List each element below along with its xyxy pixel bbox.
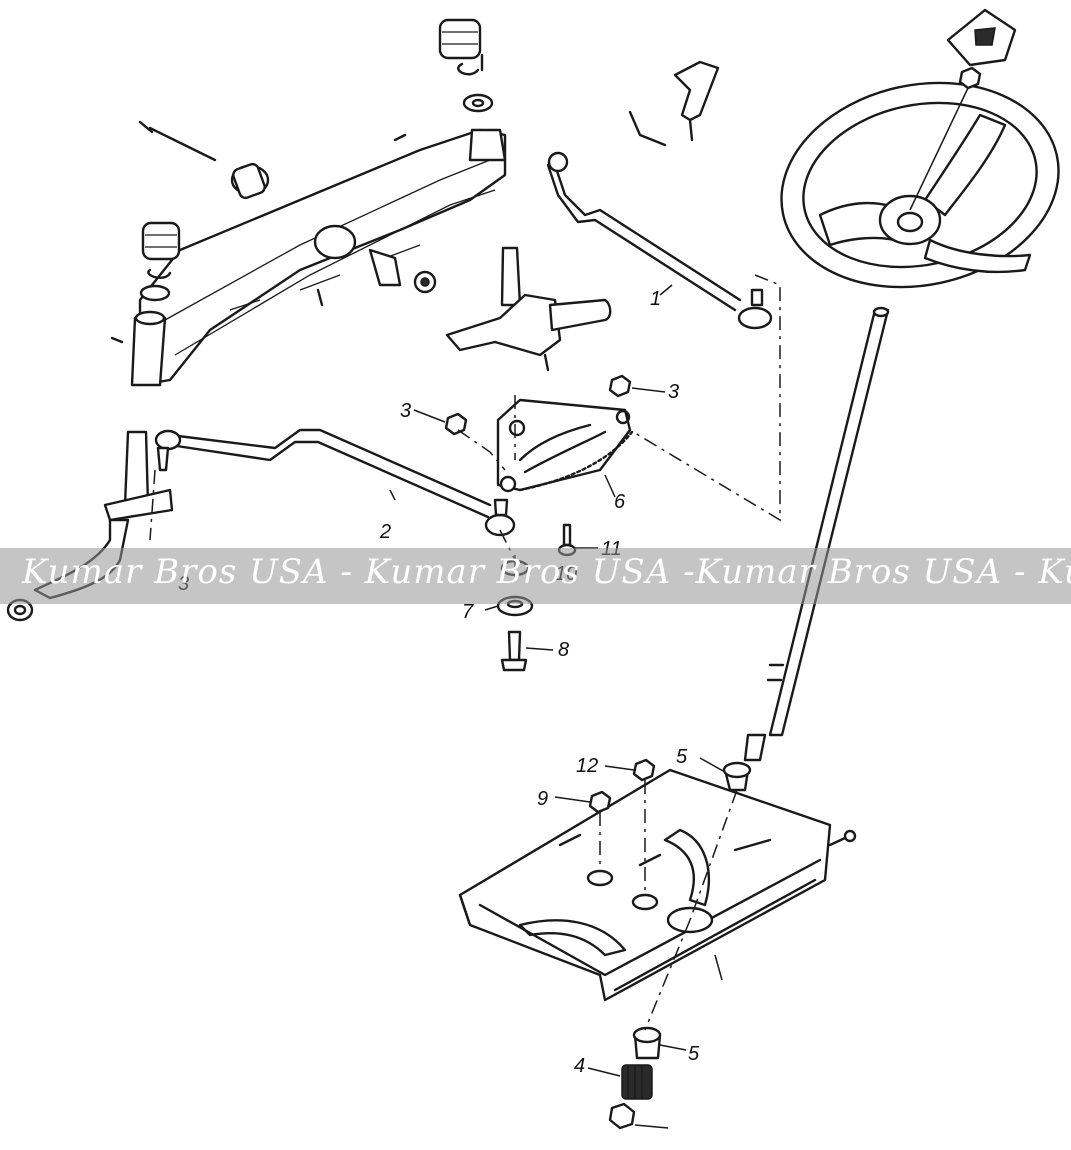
callout-3-left: 3 — [400, 400, 411, 422]
steering-wheel-nut — [909, 66, 982, 211]
hex-nuts-3 — [444, 374, 632, 436]
callout-9: 9 — [537, 788, 548, 810]
watermark-band: Kumar Bros USA - Kumar Bros USA -Kumar B… — [0, 548, 1071, 604]
steering-plate — [458, 768, 832, 1002]
bushing-5-lower — [632, 1026, 662, 1060]
front-axle — [138, 128, 507, 387]
flange-nut-12 — [632, 758, 656, 782]
plate-bolt — [828, 829, 857, 847]
assembly-lines — [149, 274, 781, 1031]
callout-5-lower: 5 — [688, 1043, 700, 1065]
steering-shaft — [743, 306, 890, 762]
leader-lines — [389, 284, 726, 1129]
bushing-5-upper — [722, 761, 752, 792]
callout-2: 2 — [379, 521, 391, 543]
drag-link-1 — [546, 151, 773, 330]
axle-pivot-bolt — [138, 120, 270, 200]
callout-6: 6 — [614, 491, 626, 513]
callout-5-upper: 5 — [676, 746, 688, 768]
right-spindle-cap-stack — [438, 18, 507, 162]
callout-12: 12 — [576, 755, 598, 777]
right-spindle — [445, 246, 612, 372]
callout-3-right: 3 — [668, 381, 679, 403]
pinion-gear-4 — [621, 1064, 653, 1100]
left-spindle-cap-stack — [130, 221, 181, 387]
steering-wheel — [780, 81, 1060, 289]
callout-1: 1 — [650, 288, 661, 310]
bolt-8 — [500, 630, 528, 672]
flange-nut-9 — [588, 790, 612, 814]
watermark-text: Kumar Bros USA - Kumar Bros USA -Kumar B… — [22, 552, 1071, 592]
grease-fittings — [110, 133, 407, 344]
axle-bushing — [313, 224, 437, 294]
callout-8: 8 — [558, 639, 569, 661]
callout-7: 7 — [462, 601, 474, 623]
sector-gear — [496, 398, 634, 493]
steering-wheel-cap — [946, 8, 1017, 67]
tie-rod-2 — [154, 428, 516, 537]
steering-arm-bracket — [628, 60, 720, 147]
callout-4: 4 — [574, 1055, 585, 1077]
nut-bottom — [608, 1102, 636, 1130]
